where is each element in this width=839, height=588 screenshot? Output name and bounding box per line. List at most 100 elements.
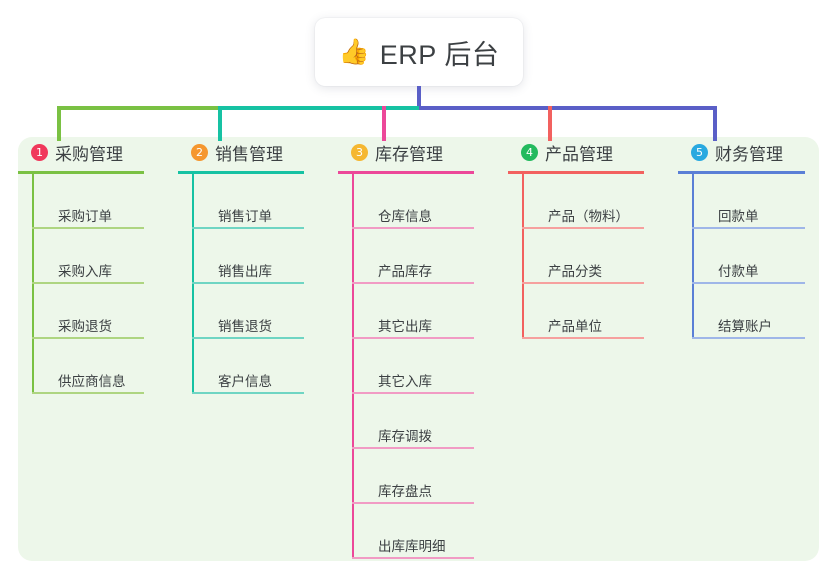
- root-title: ERP 后台: [379, 39, 500, 70]
- leaf-underline: [352, 337, 474, 339]
- leaf-label: 销售订单: [218, 209, 272, 224]
- leaf-item[interactable]: 产品单位: [522, 284, 678, 339]
- branch-column-sales: 2 销售管理销售订单销售出库销售退货客户信息: [178, 137, 338, 394]
- branch-underline-purchase: [18, 171, 144, 174]
- leaf-label: 结算账户: [718, 319, 772, 334]
- leaf-underline: [692, 337, 805, 339]
- leaf-underline: [352, 502, 474, 504]
- connector-bar-teal: [218, 106, 423, 110]
- branch-header-sales[interactable]: 2 销售管理: [178, 137, 338, 167]
- leaf-item[interactable]: 销售退货: [192, 284, 338, 339]
- leaf-item[interactable]: 销售出库: [192, 229, 338, 284]
- branch-column-purchase: 1 采购管理采购订单采购入库采购退货供应商信息: [18, 137, 178, 394]
- leaf-label: 采购退货: [58, 319, 112, 334]
- branch-header-finance[interactable]: 5 财务管理: [678, 137, 839, 167]
- leaf-label: 回款单: [718, 209, 759, 224]
- branch-title-purchase: 采购管理: [55, 144, 123, 164]
- branch-underline-product: [508, 171, 644, 174]
- leaf-underline: [692, 282, 805, 284]
- leaf-underline: [32, 282, 144, 284]
- leaf-item[interactable]: 库存调拨: [352, 394, 508, 449]
- branch-badge-purchase: 1: [31, 143, 48, 161]
- leaf-label: 库存盘点: [378, 484, 432, 499]
- leaf-underline: [192, 392, 304, 394]
- leaf-spine-sales: [192, 174, 194, 394]
- mindmap-panel: [18, 137, 819, 561]
- leaf-spine-inventory: [352, 174, 354, 559]
- leaf-spine-purchase: [32, 174, 34, 394]
- leaf-item[interactable]: 出库库明细: [352, 504, 508, 559]
- root-node[interactable]: 👍 ERP 后台: [315, 18, 523, 86]
- branch-badge-finance: 5: [691, 143, 708, 161]
- leaf-list-inventory: 仓库信息产品库存其它出库其它入库库存调拨库存盘点出库库明细: [352, 174, 508, 559]
- leaf-item[interactable]: 库存盘点: [352, 449, 508, 504]
- branch-title-product: 产品管理: [545, 144, 613, 164]
- leaf-item[interactable]: 采购订单: [32, 174, 178, 229]
- leaf-label: 产品（物料）: [548, 209, 629, 224]
- branch-header-purchase[interactable]: 1 采购管理: [18, 137, 178, 167]
- leaf-item[interactable]: 付款单: [692, 229, 839, 284]
- leaf-item[interactable]: 其它出库: [352, 284, 508, 339]
- connector-bar-green: [57, 106, 222, 110]
- branch-column-finance: 5 财务管理回款单付款单结算账户: [678, 137, 839, 339]
- leaf-label: 其它出库: [378, 319, 432, 334]
- branch-title-finance: 财务管理: [715, 144, 783, 164]
- branch-badge-inventory: 3: [351, 143, 368, 161]
- drop-purchase: [57, 106, 61, 141]
- leaf-item[interactable]: 仓库信息: [352, 174, 508, 229]
- leaf-underline: [522, 227, 644, 229]
- leaf-label: 其它入库: [378, 374, 432, 389]
- connector-bar-blue: [419, 106, 717, 110]
- drop-product: [548, 106, 552, 141]
- leaf-item[interactable]: 供应商信息: [32, 339, 178, 394]
- leaf-underline: [522, 282, 644, 284]
- branch-badge-product: 4: [521, 143, 538, 161]
- leaf-item[interactable]: 客户信息: [192, 339, 338, 394]
- leaf-item[interactable]: 产品库存: [352, 229, 508, 284]
- leaf-item[interactable]: 结算账户: [692, 284, 839, 339]
- leaf-list-sales: 销售订单销售出库销售退货客户信息: [192, 174, 338, 394]
- leaf-underline: [352, 392, 474, 394]
- leaf-spine-product: [522, 174, 524, 339]
- branch-column-product: 4 产品管理产品（物料） 产品分类产品单位: [508, 137, 678, 339]
- root-stem: [417, 86, 421, 108]
- leaf-list-finance: 回款单付款单结算账户: [692, 174, 839, 339]
- thumbs-up-icon: 👍: [338, 37, 370, 66]
- leaf-item[interactable]: 采购入库: [32, 229, 178, 284]
- leaf-spine-finance: [692, 174, 694, 339]
- leaf-underline: [352, 557, 474, 559]
- leaf-underline: [192, 337, 304, 339]
- leaf-label: 客户信息: [218, 374, 272, 389]
- leaf-label: 采购入库: [58, 264, 112, 279]
- leaf-label: 销售退货: [218, 319, 272, 334]
- branch-underline-finance: [678, 171, 805, 174]
- branch-underline-sales: [178, 171, 304, 174]
- branch-underline-inventory: [338, 171, 474, 174]
- branch-header-product[interactable]: 4 产品管理: [508, 137, 678, 167]
- drop-finance: [713, 106, 717, 141]
- leaf-item[interactable]: 采购退货: [32, 284, 178, 339]
- leaf-label: 销售出库: [218, 264, 272, 279]
- leaf-label: 仓库信息: [378, 209, 432, 224]
- leaf-label: 出库库明细: [378, 539, 446, 554]
- leaf-underline: [352, 447, 474, 449]
- leaf-label: 产品库存: [378, 264, 432, 279]
- leaf-label: 产品单位: [548, 319, 602, 334]
- leaf-underline: [32, 227, 144, 229]
- leaf-item[interactable]: 产品分类: [522, 229, 678, 284]
- leaf-label: 供应商信息: [58, 374, 126, 389]
- leaf-label: 产品分类: [548, 264, 602, 279]
- leaf-underline: [192, 227, 304, 229]
- leaf-item[interactable]: 产品（物料）: [522, 174, 678, 229]
- leaf-underline: [32, 392, 144, 394]
- leaf-underline: [32, 337, 144, 339]
- leaf-label: 库存调拨: [378, 429, 432, 444]
- leaf-item[interactable]: 销售订单: [192, 174, 338, 229]
- branch-badge-sales: 2: [191, 143, 208, 161]
- leaf-item[interactable]: 其它入库: [352, 339, 508, 394]
- leaf-underline: [352, 227, 474, 229]
- branch-title-sales: 销售管理: [215, 144, 283, 164]
- leaf-item[interactable]: 回款单: [692, 174, 839, 229]
